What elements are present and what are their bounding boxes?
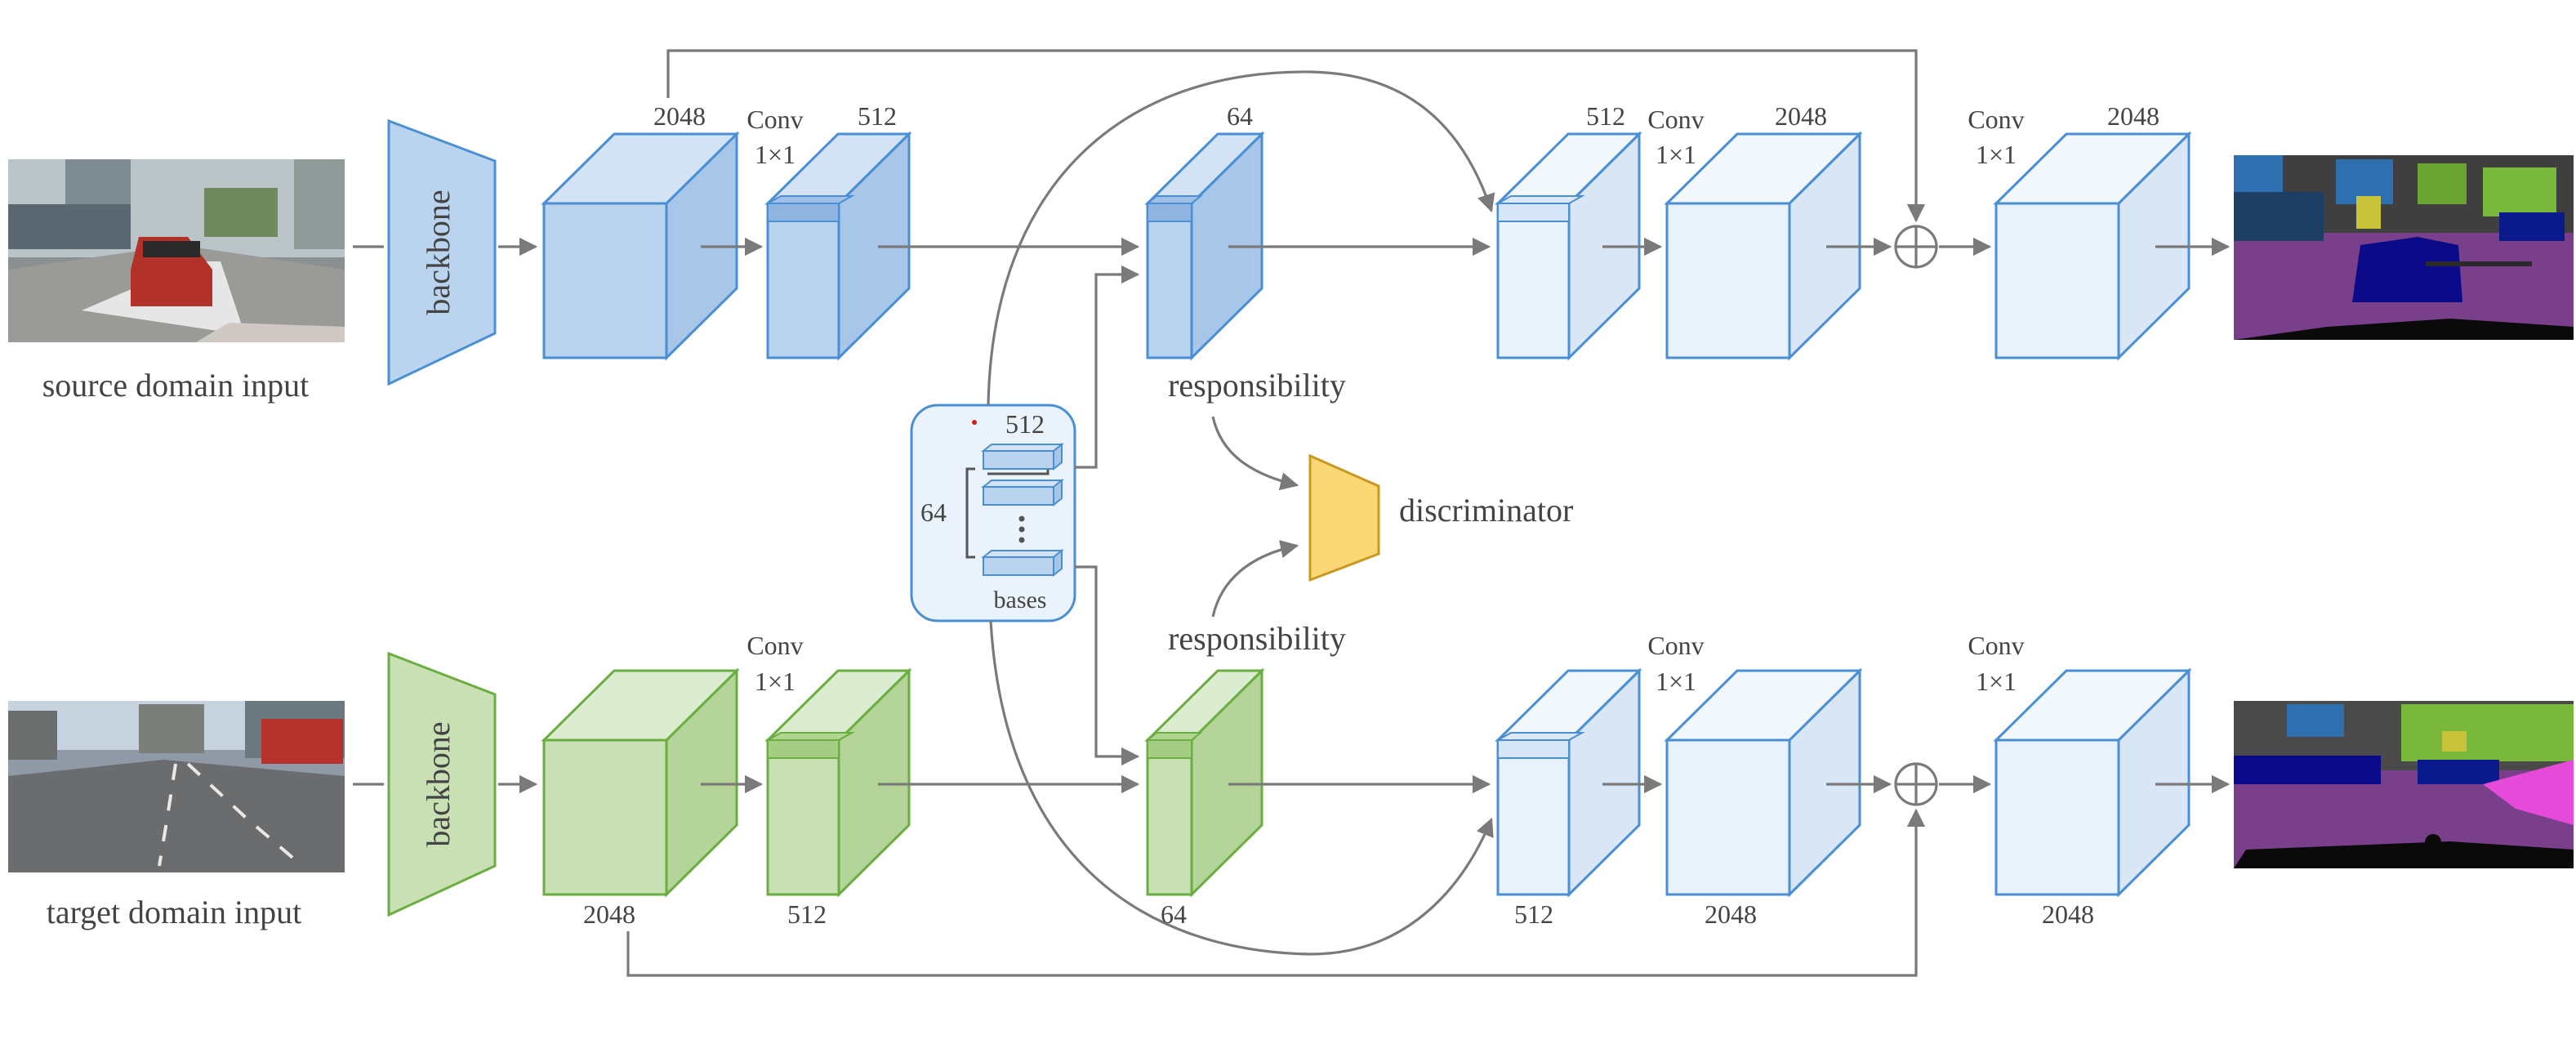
kernel-label: 1×1 xyxy=(755,140,796,169)
conv-label: Conv xyxy=(747,105,803,134)
target-segmentation-output xyxy=(2234,701,2574,868)
bases-dim-label: 512 xyxy=(1005,409,1045,439)
bases-connections xyxy=(1075,265,1299,766)
circle-plus-icon xyxy=(1894,762,1938,806)
conv-label: Conv xyxy=(1647,105,1704,134)
source-flow-arrows xyxy=(353,49,2231,257)
circle-plus-icon xyxy=(1894,225,1938,269)
target-feature-2048 xyxy=(541,667,740,898)
dim-label-2048: 2048 xyxy=(1775,101,1827,131)
source-output-2048 xyxy=(1993,131,2192,361)
dim-label-2048: 2048 xyxy=(583,899,635,929)
conv-label: Conv xyxy=(747,631,803,660)
target-flow-arrows xyxy=(353,774,2231,977)
basis-vector-1 xyxy=(981,442,1064,471)
dim-label-2048: 2048 xyxy=(2107,101,2159,131)
target-conv-512 xyxy=(764,667,912,898)
target-decoder-512 xyxy=(1495,667,1642,898)
source-decoder-2048 xyxy=(1664,131,1863,361)
source-backbone-label: backbone xyxy=(420,190,457,315)
responsibility-source-label: responsibility xyxy=(1168,367,1346,404)
source-domain-image xyxy=(8,159,345,342)
dim-label-2048: 2048 xyxy=(653,101,706,131)
conv-label: Conv xyxy=(1647,631,1704,660)
source-backbone: backbone xyxy=(387,118,497,386)
basis-vector-64 xyxy=(981,548,1064,578)
dim-label-512: 512 xyxy=(858,101,897,131)
dim-label-64: 64 xyxy=(1161,899,1187,929)
source-conv-512 xyxy=(764,131,912,361)
kernel-label: 1×1 xyxy=(1976,140,2017,169)
dim-label-2048: 2048 xyxy=(1705,899,1757,929)
source-segmentation-output xyxy=(2234,155,2574,340)
kernel-label: 1×1 xyxy=(755,667,796,696)
target-backbone: backbone xyxy=(387,651,497,917)
dim-label-512: 512 xyxy=(1586,101,1625,131)
kernel-label: 1×1 xyxy=(1656,667,1696,696)
conv-label: Conv xyxy=(1968,105,2024,134)
bases-count-label: 64 xyxy=(920,497,947,527)
source-domain-label: source domain input xyxy=(42,367,310,404)
target-output-2048 xyxy=(1993,667,2192,898)
target-decoder-2048 xyxy=(1664,667,1863,898)
target-domain-label: target domain input xyxy=(47,894,302,930)
dim-label-512: 512 xyxy=(1514,899,1553,929)
bases-box: 512 64 bases xyxy=(910,404,1076,622)
trapezoid-icon xyxy=(1308,453,1380,582)
target-feature-64 xyxy=(1144,667,1265,898)
kernel-label: 1×1 xyxy=(1976,667,2017,696)
kernel-label: 1×1 xyxy=(1656,140,1696,169)
dim-label-2048: 2048 xyxy=(2042,899,2094,929)
target-domain-image xyxy=(8,701,345,872)
dim-label-512: 512 xyxy=(787,899,827,929)
vertical-ellipsis-icon xyxy=(1018,515,1025,543)
conv-label: Conv xyxy=(1968,631,2024,660)
target-backbone-label: backbone xyxy=(420,721,457,846)
responsibility-target-label: responsibility xyxy=(1168,620,1346,657)
reconstruction-arcs xyxy=(987,70,1495,956)
basis-vector-2 xyxy=(981,478,1064,507)
dim-label-64: 64 xyxy=(1227,101,1253,131)
discriminator-label: discriminator xyxy=(1399,492,1573,529)
bases-label: bases xyxy=(994,587,1047,613)
source-feature-64 xyxy=(1144,131,1265,361)
